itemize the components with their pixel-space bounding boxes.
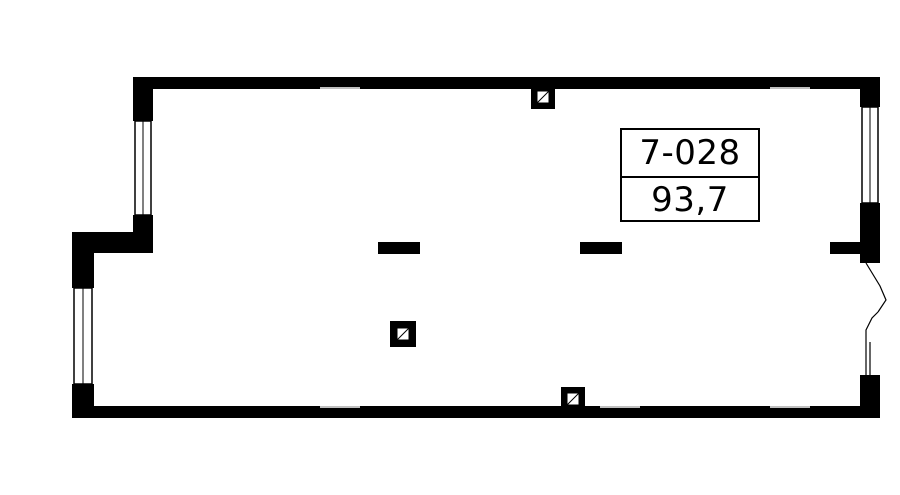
door-swing-icon [865,262,887,375]
walls [72,77,880,418]
window-left-lower [73,287,93,385]
partition-right [580,242,622,254]
unit-label: 7-028 93,7 [620,128,760,222]
left-lower-wall-top-pier [72,232,94,288]
right-wall-stub [830,242,866,254]
wall-joints [320,87,810,408]
window-right [861,106,879,204]
column-icon [531,87,555,109]
unit-area: 93,7 [651,180,729,220]
partition-left [378,242,420,254]
right-wall-top-pier [860,77,880,107]
column-icon [561,387,585,409]
right-wall-bottom-pier [860,375,880,418]
interior-partitions [378,242,622,254]
label-divider [622,176,758,178]
top-wall [133,77,878,89]
column-icon [390,321,416,347]
window-left-upper [134,120,152,216]
unit-number: 7-028 [639,133,741,173]
left-upper-wall-top-pier [133,77,153,121]
bottom-wall [72,406,880,418]
